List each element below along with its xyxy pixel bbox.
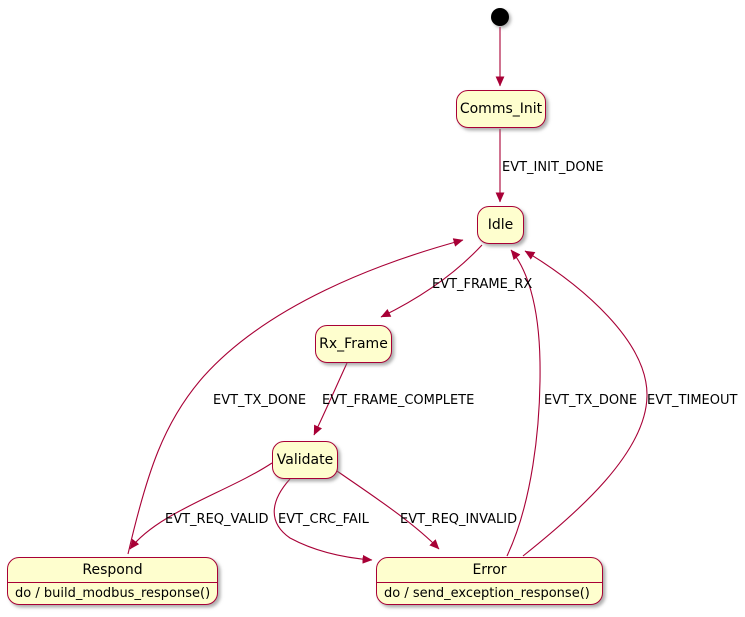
state-rx-frame: Rx_Frame — [315, 325, 392, 363]
state-respond-activity: do / build_modbus_response() — [8, 582, 217, 604]
transition-validate-to-error-req-invalid — [336, 470, 440, 550]
transition-respond-to-idle — [127, 238, 464, 555]
state-rx-frame-label: Rx_Frame — [319, 336, 388, 352]
transition-label-evt-tx-done-respond: EVT_TX_DONE — [213, 393, 307, 408]
state-error-activity: do / send_exception_response() — [377, 582, 602, 604]
transition-validate-to-respond — [129, 462, 273, 550]
transition-validate-to-error-crc-fail — [273, 478, 373, 564]
state-idle: Idle — [477, 206, 524, 244]
transition-rx-frame-to-validate — [313, 362, 348, 436]
transition-label-evt-frame-rx: EVT_FRAME_RX — [432, 277, 533, 292]
transition-error-to-idle-timeout — [522, 250, 648, 557]
transition-error-to-idle-tx-done — [506, 249, 541, 557]
transition-label-evt-frame-complete: EVT_FRAME_COMPLETE — [322, 393, 475, 408]
state-error-label: Error — [472, 562, 507, 578]
transition-label-evt-req-valid: EVT_REQ_VALID — [165, 512, 269, 527]
state-respond-label: Respond — [82, 562, 143, 578]
transition-label-evt-crc-fail: EVT_CRC_FAIL — [278, 512, 369, 527]
state-error: Error do / send_exception_response() — [376, 557, 603, 605]
state-comms-init-label: Comms_Init — [459, 101, 543, 117]
state-respond: Respond do / build_modbus_response() — [7, 557, 218, 605]
state-idle-label: Idle — [487, 217, 514, 233]
transition-idle-to-rx-frame — [380, 244, 483, 318]
transition-label-evt-timeout: EVT_TIMEOUT — [647, 393, 738, 408]
state-validate: Validate — [272, 441, 338, 479]
state-validate-label: Validate — [276, 452, 334, 468]
transition-label-evt-req-invalid: EVT_REQ_INVALID — [400, 512, 518, 527]
state-comms-init: Comms_Init — [456, 90, 546, 128]
initial-state-dot — [491, 8, 509, 26]
transition-label-evt-init-done: EVT_INIT_DONE — [502, 160, 604, 175]
transition-label-evt-tx-done-error: EVT_TX_DONE — [544, 393, 638, 408]
